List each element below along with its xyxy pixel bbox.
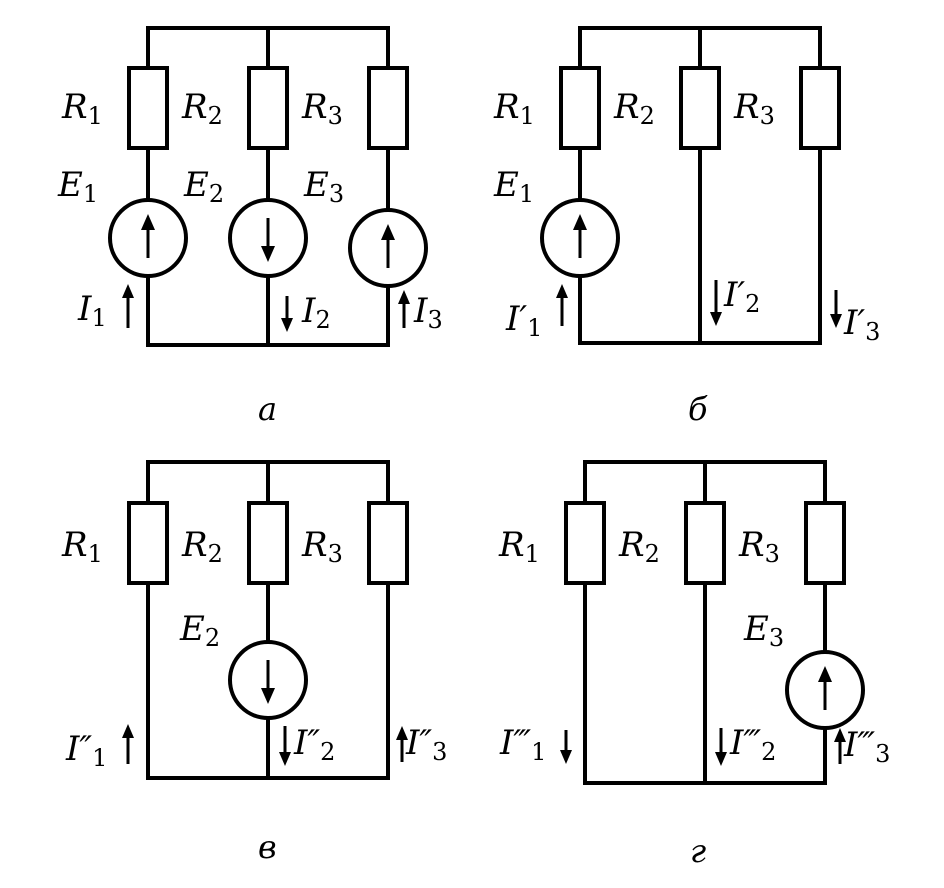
panel-b-label-r2: R2	[613, 87, 655, 130]
panel-d-label-i2: I‴2	[729, 723, 776, 766]
panel-c: R1 R2 R3 E2 I″1 I″2 I″3 в	[61, 460, 447, 866]
panel-a-caption: а	[258, 390, 277, 428]
panel-b-resistor-r2	[679, 66, 721, 150]
panel-c-caption: в	[258, 828, 277, 866]
panel-d-resistor-r3	[804, 501, 846, 585]
panel-b-label-r1: R1	[493, 87, 535, 130]
panel-a-label-i3: I3	[413, 291, 443, 334]
panel-d-i1-arrow-head	[560, 750, 572, 764]
panel-c-label-e2: E2	[179, 609, 220, 652]
panel-a-label-r1: R1	[61, 87, 103, 130]
panel-a-label-i1: I1	[77, 289, 107, 332]
panel-c-label-i3: I″3	[405, 723, 447, 766]
panel-a-label-e3: E3	[303, 165, 344, 208]
panel-a-resistor-r2	[247, 66, 289, 150]
panel-a-e2-arrow-head	[261, 246, 275, 262]
panel-d-label-r2: R2	[618, 525, 660, 568]
panel-c-i3-arrow-head	[396, 726, 408, 740]
panel-d-i3-arrow-head	[834, 728, 846, 742]
panel-c-label-i2: I″2	[293, 723, 335, 766]
panel-a-i1-arrow-head	[122, 284, 134, 298]
panel-b-i1-arrow-head	[556, 284, 568, 298]
panel-d-e3-arrow-head	[818, 666, 832, 682]
panel-a-e1-arrow-head	[141, 214, 155, 230]
panel-c-resistor-r3	[367, 501, 409, 585]
panel-c-resistor-r1	[127, 501, 169, 585]
panel-a-label-r3: R3	[301, 87, 343, 130]
panel-b-label-e1: E1	[493, 165, 534, 208]
panel-c-label-r2: R2	[181, 525, 223, 568]
panel-a-i2-arrow-head	[281, 318, 293, 332]
panel-a-resistor-r1	[127, 66, 169, 150]
panel-b-label-i1: I′1	[505, 299, 542, 342]
panel-d-label-e3: E3	[743, 609, 784, 652]
panel-b-resistor-r1	[559, 66, 601, 150]
panel-d-label-i3: I‴3	[843, 725, 890, 768]
panel-d-caption: г	[690, 832, 706, 870]
panel-d-label-i1: I‴1	[499, 723, 546, 766]
panel-a-label-e1: E1	[57, 165, 98, 208]
panel-a-resistor-r3	[367, 66, 409, 150]
panel-c-e2-arrow-head	[261, 688, 275, 704]
panel-a-label-e2: E2	[183, 165, 224, 208]
panel-c-i2-arrow-head	[279, 752, 291, 766]
panel-c-i1-arrow-head	[122, 724, 134, 738]
panel-b-e1-arrow-head	[573, 214, 587, 230]
panel-a-label-i2: I2	[301, 291, 331, 334]
panel-b-resistor-r3	[799, 66, 841, 150]
panel-a-label-r2: R2	[181, 87, 223, 130]
panel-c-label-i1: I″1	[65, 729, 107, 772]
panel-a-i3-arrow-head	[398, 290, 410, 304]
panel-a-e3-arrow-head	[381, 224, 395, 240]
panel-d-label-r3: R3	[738, 525, 780, 568]
panel-d-i2-arrow-head	[715, 752, 727, 766]
panel-a: R1 R2 R3 E1 E2 E3 I1 I2 I3 а	[57, 26, 443, 428]
panel-c-label-r3: R3	[301, 525, 343, 568]
panel-b: R1 R2 R3 E1 I′1 I′2 I′3 б	[493, 26, 880, 428]
panel-b-label-i3: I′3	[843, 303, 880, 346]
panel-c-resistor-r2	[247, 501, 289, 585]
panel-d-label-r1: R1	[498, 525, 540, 568]
panel-c-label-r1: R1	[61, 525, 103, 568]
panel-b-label-i2: I′2	[723, 275, 760, 318]
panel-d-resistor-r2	[684, 501, 726, 585]
panel-b-i3-arrow-head	[830, 314, 842, 328]
panel-d-resistor-r1	[564, 501, 606, 585]
panel-d: R1 R2 R3 E3 I‴1 I‴2 I‴3 г	[498, 460, 890, 870]
panel-b-label-r3: R3	[733, 87, 775, 130]
panel-b-caption: б	[688, 390, 708, 428]
panel-b-i2-arrow-head	[710, 312, 722, 326]
